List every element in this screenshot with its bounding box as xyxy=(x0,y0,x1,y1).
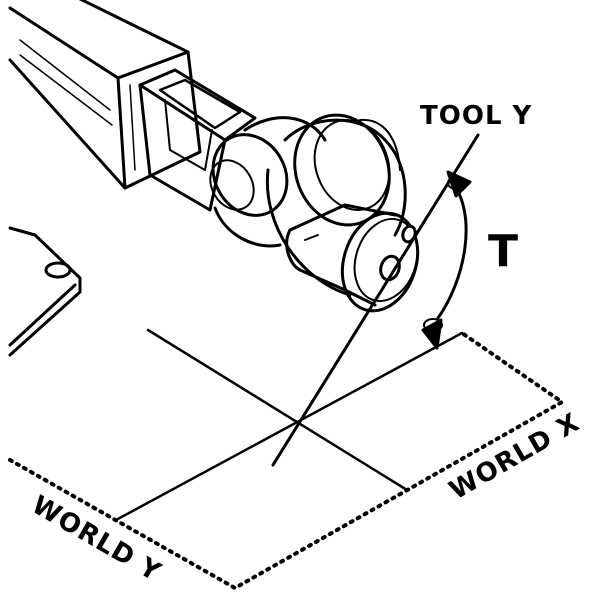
world-y-axis-line xyxy=(114,331,464,522)
robot-arm xyxy=(8,0,202,190)
ground-axes xyxy=(8,133,564,590)
table-hole xyxy=(44,261,72,279)
wrist-block xyxy=(138,68,257,212)
tool-flange xyxy=(285,203,420,313)
work-table xyxy=(8,226,82,357)
arm-hatch-1 xyxy=(19,39,111,111)
arm-side-face xyxy=(8,50,202,190)
arm-hatch-3 xyxy=(129,84,136,171)
ground-dotted-boundary xyxy=(8,331,564,590)
arc-arrowhead-bottom xyxy=(421,318,443,350)
tool-y-axis-line xyxy=(271,133,480,467)
arc-arrowhead-top xyxy=(446,170,472,198)
world-x-label: WORLD X xyxy=(445,408,586,507)
rotation-t-label: T xyxy=(488,226,518,277)
tool-y-label: TOOL Y xyxy=(420,101,533,131)
world-x-axis-line xyxy=(146,328,409,492)
rotary-barrel xyxy=(209,116,327,248)
rotation-arc-path xyxy=(436,180,468,320)
arm-edge xyxy=(116,76,127,190)
rotation-arc xyxy=(421,170,472,350)
arm-hatch-2 xyxy=(19,54,113,126)
arm-top-face xyxy=(8,0,190,80)
